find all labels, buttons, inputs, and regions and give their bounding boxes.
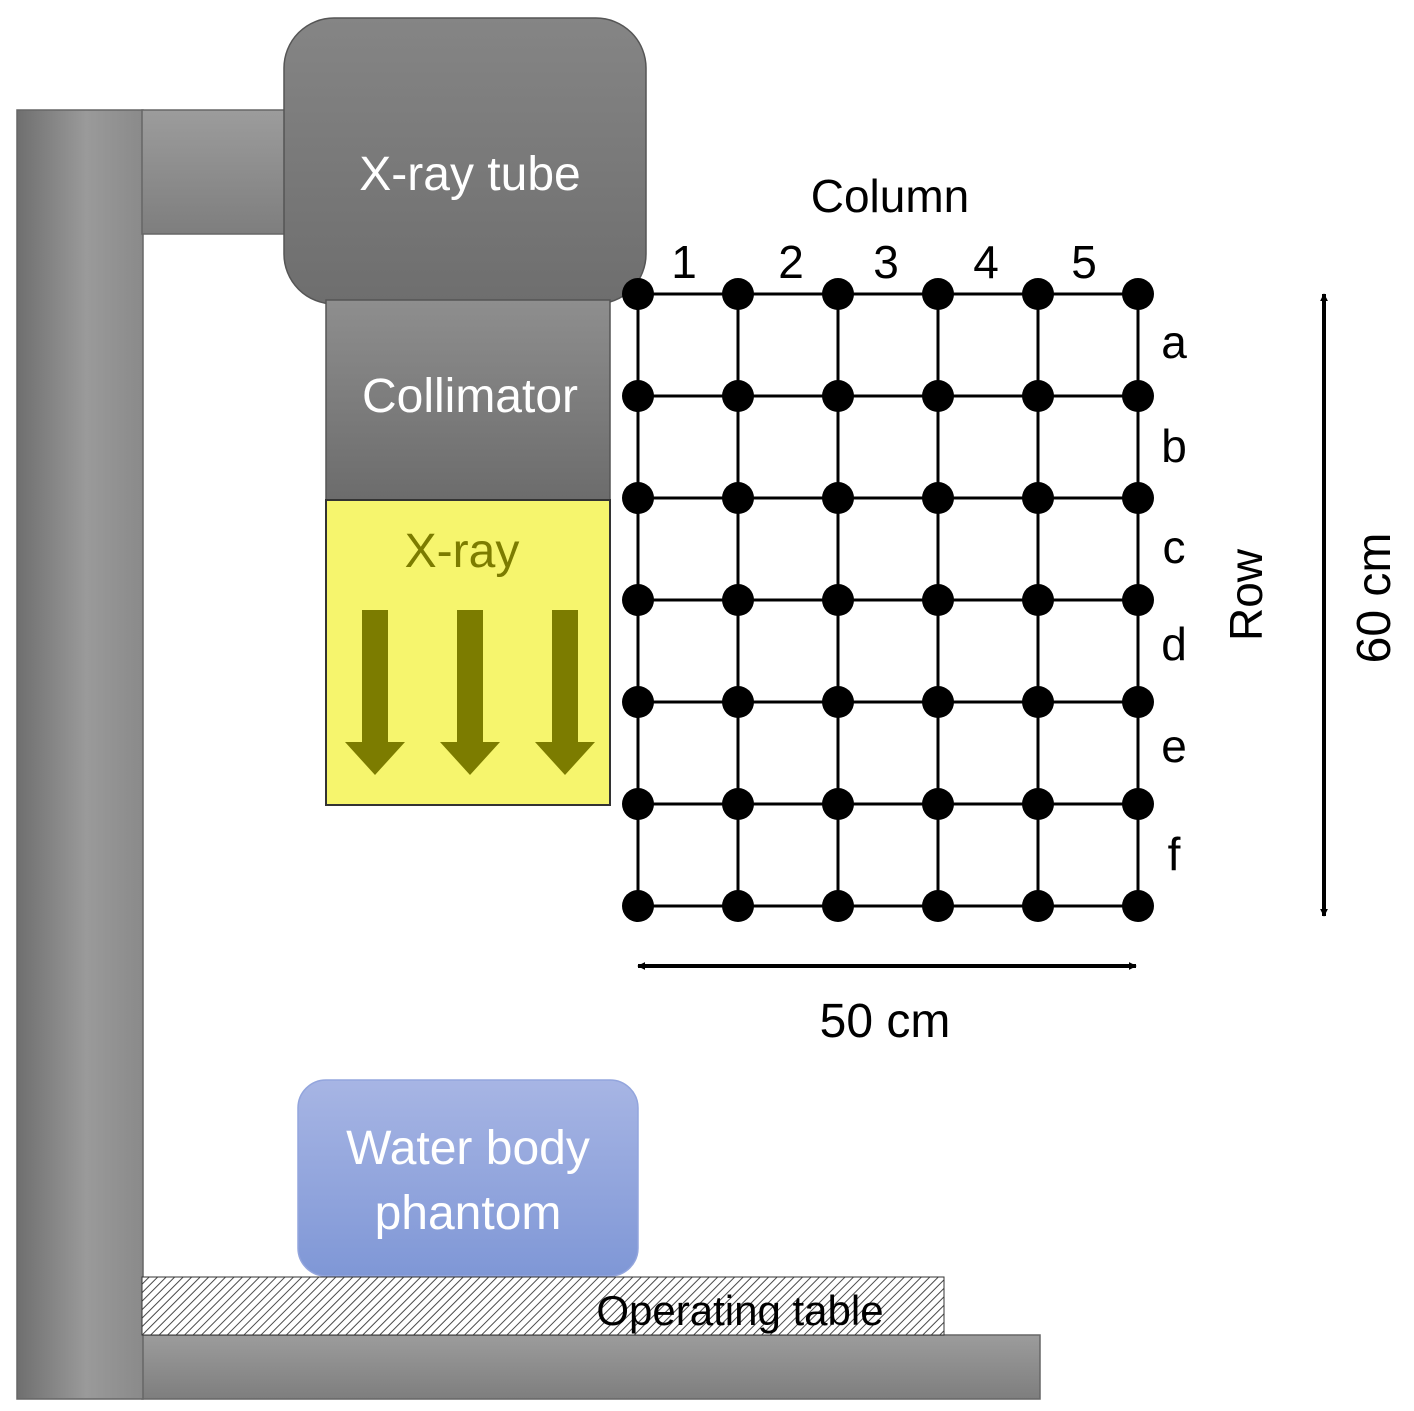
measurement-point (722, 584, 754, 616)
measurement-point (722, 482, 754, 514)
column-title: Column (811, 170, 970, 222)
row-letter-label: f (1168, 828, 1181, 880)
row-letter-label: c (1163, 521, 1186, 573)
column-number-label: 1 (671, 236, 697, 288)
water-phantom (297, 1079, 639, 1277)
measurement-point (1022, 686, 1054, 718)
measurement-point (1122, 380, 1154, 412)
stand-base (141, 1334, 1041, 1400)
xray-label: X-ray (405, 525, 520, 578)
measurement-point (622, 380, 654, 412)
measurement-point (1022, 380, 1054, 412)
column-number-label: 4 (973, 236, 999, 288)
measurement-point (922, 890, 954, 922)
row-letter-label: d (1161, 618, 1187, 670)
measurement-point (922, 788, 954, 820)
measurement-point (1022, 890, 1054, 922)
operating-table (141, 1276, 945, 1336)
measurement-point (822, 686, 854, 718)
measurement-point (1022, 482, 1054, 514)
measurement-point (822, 584, 854, 616)
collimator (325, 299, 611, 501)
phantom-label-line1: Water body (346, 1122, 590, 1175)
column-number-label: 5 (1071, 236, 1097, 288)
measurement-point (1122, 788, 1154, 820)
measurement-point (722, 788, 754, 820)
height-dimension-label: 60 cm (1348, 533, 1401, 664)
measurement-point (822, 788, 854, 820)
xray-arrow-icon (535, 610, 595, 775)
measurement-point (622, 890, 654, 922)
measurement-point (822, 278, 854, 310)
measurement-point (922, 584, 954, 616)
row-letter-label: e (1161, 720, 1187, 772)
operating-table-label: Operating table (596, 1287, 883, 1334)
measurement-point (822, 380, 854, 412)
measurement-point (1122, 686, 1154, 718)
phantom-label-line2: phantom (375, 1187, 562, 1240)
row-letter-label: a (1161, 316, 1187, 368)
measurement-point (722, 686, 754, 718)
measurement-point (1022, 584, 1054, 616)
column-number-label: 3 (873, 236, 899, 288)
measurement-point (622, 788, 654, 820)
measurement-point (1022, 788, 1054, 820)
xray-tube-label: X-ray tube (359, 148, 580, 201)
measurement-point (1122, 278, 1154, 310)
measurement-point (722, 380, 754, 412)
measurement-point (1022, 278, 1054, 310)
measurement-point (822, 890, 854, 922)
row-title: Row (1220, 548, 1272, 641)
measurement-point (922, 278, 954, 310)
measurement-point (722, 278, 754, 310)
measurement-point (822, 482, 854, 514)
measurement-point (622, 584, 654, 616)
column-number-label: 2 (778, 236, 804, 288)
measurement-point (722, 890, 754, 922)
collimator-label: Collimator (362, 370, 578, 423)
measurement-point (922, 482, 954, 514)
measurement-point (1122, 890, 1154, 922)
measurement-point (622, 278, 654, 310)
stand-arm (141, 109, 303, 235)
stand-pole (16, 109, 144, 1400)
xray-arrow-icon (345, 610, 405, 775)
measurement-point (922, 686, 954, 718)
measurement-point (922, 380, 954, 412)
row-letter-label: b (1161, 420, 1187, 472)
measurement-point (1122, 584, 1154, 616)
width-dimension-label: 50 cm (820, 995, 951, 1048)
xray-arrow-icon (440, 610, 500, 775)
measurement-point (622, 482, 654, 514)
measurement-point (1122, 482, 1154, 514)
measurement-point (622, 686, 654, 718)
